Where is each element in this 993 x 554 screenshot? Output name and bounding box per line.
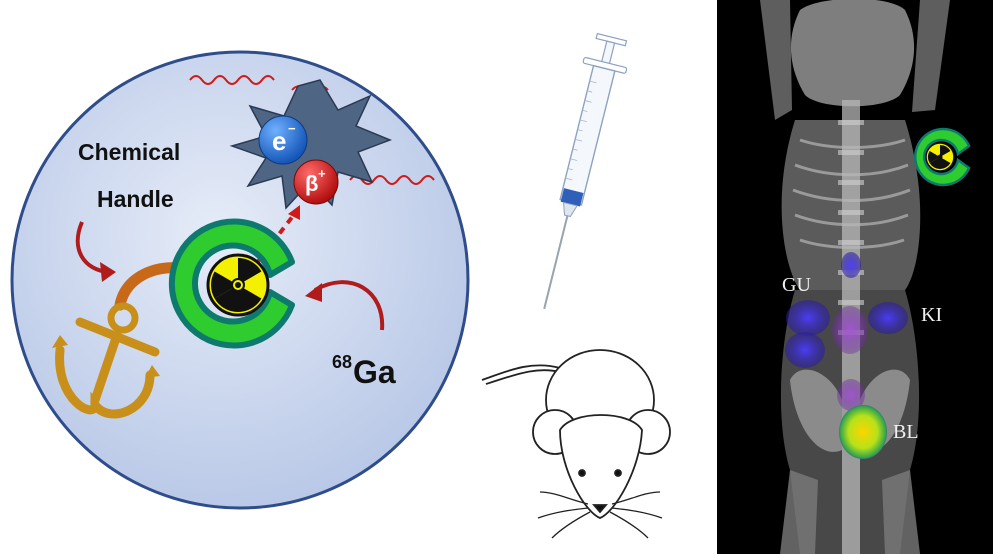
electron-particle: e − bbox=[258, 115, 308, 165]
isotope-label: 68 Ga bbox=[332, 352, 396, 390]
scan-label-gu: GU bbox=[782, 274, 811, 296]
electron-charge: − bbox=[288, 121, 296, 136]
syringe-icon bbox=[543, 32, 628, 310]
pet-ct-scan: GU KI BL bbox=[717, 0, 993, 554]
handle-label: Handle bbox=[97, 186, 174, 212]
mouse-icon bbox=[481, 349, 671, 539]
isotope-arrow bbox=[305, 280, 385, 331]
isotope-symbol: Ga bbox=[353, 354, 396, 390]
scan-label-bl: BL bbox=[893, 421, 919, 443]
scan-label-ki: KI bbox=[921, 304, 942, 326]
positron-charge: + bbox=[318, 166, 326, 181]
chemical-label: Chemical bbox=[78, 139, 180, 165]
probe-marker-icon bbox=[914, 127, 971, 187]
chelator-icon bbox=[168, 218, 295, 349]
positron-particle: β + bbox=[293, 159, 339, 205]
anchor-icon bbox=[52, 302, 160, 419]
radiation-icon bbox=[206, 253, 270, 317]
handle-arrow bbox=[75, 221, 116, 282]
isotope-mass: 68 bbox=[332, 352, 352, 372]
electron-label: e bbox=[272, 126, 286, 156]
positron-label: β bbox=[305, 171, 318, 196]
